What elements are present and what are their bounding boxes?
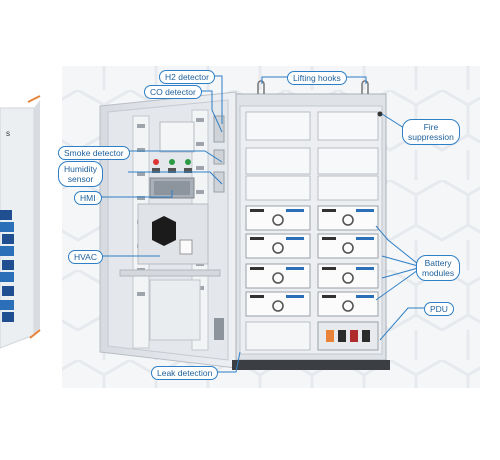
label-fire-suppression-line1: Fire <box>423 122 439 132</box>
svg-text:s: s <box>6 129 10 138</box>
cabinet-body <box>232 80 390 370</box>
label-hmi: HMI <box>74 191 102 205</box>
label-lifting-hooks: Lifting hooks <box>287 71 347 85</box>
battery-module-grid <box>245 205 379 317</box>
callout-leader-lines <box>96 75 424 373</box>
label-smoke-detector: Smoke detector <box>58 146 130 160</box>
left-partial-product: s <box>0 95 41 349</box>
label-co-detector: CO detector <box>144 85 202 99</box>
label-humidity-sensor-line1: Humidity <box>64 164 98 174</box>
cabinet-door <box>99 91 237 369</box>
label-fire-suppression-line2: suppression <box>408 132 454 142</box>
label-humidity-sensor: Humidity sensor <box>58 161 104 187</box>
label-battery-modules-line2: modules <box>422 268 455 278</box>
label-humidity-sensor-line2: sensor <box>67 174 94 184</box>
label-leak-detection: Leak detection <box>151 366 219 380</box>
label-hvac: HVAC <box>68 250 103 264</box>
label-h2-detector: H2 detector <box>159 70 215 84</box>
label-battery-modules: Battery modules <box>416 255 461 281</box>
label-pdu: PDU <box>424 302 454 316</box>
label-fire-suppression: Fire suppression <box>402 119 460 145</box>
label-battery-modules-line1: Battery <box>424 258 452 268</box>
